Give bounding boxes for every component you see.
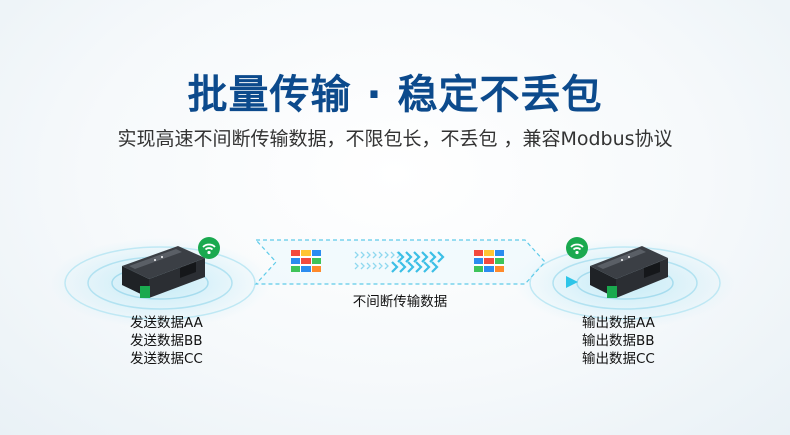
sender-data-line: 发送数据BB [130,333,203,349]
chevron-stream [354,251,401,270]
receiver-data-list: 输出数据AA 输出数据BB 输出数据CC [582,314,655,368]
arrow-icon [566,276,578,288]
receiver-data-line: 输出数据CC [582,351,655,367]
data-packet-icon [291,250,321,272]
wifi-icon [566,237,588,259]
page-title: 批量传输 · 稳定不丢包 [187,72,603,118]
receiver-device [590,246,668,298]
sender-device [122,246,205,298]
sender-data-line: 发送数据CC [130,351,203,367]
receiver-data-line: 输出数据AA [582,315,655,331]
wifi-icon [198,237,220,259]
receiver-data-line: 输出数据BB [582,333,655,349]
sender-data-line: 发送数据AA [130,315,203,331]
sender-data-list: 发送数据AA 发送数据BB 发送数据CC [130,314,203,368]
flow-caption: 不间断传输数据 [352,294,448,310]
chevron-stream-bold [391,251,445,273]
page-subtitle: 实现高速不间断传输数据，不限包长，不丢包 ，兼容Modbus协议 [117,128,673,150]
data-packet-icon [474,250,504,272]
